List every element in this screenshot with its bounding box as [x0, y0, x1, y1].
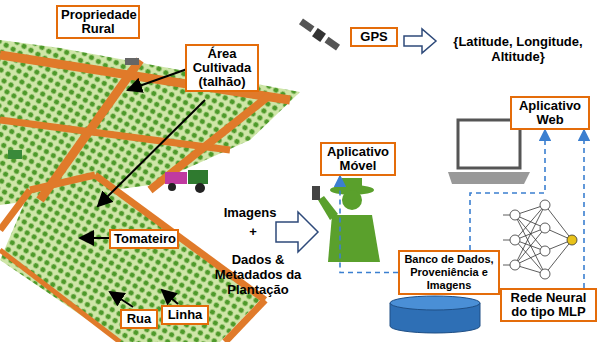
- system-box: GPS: [350, 27, 398, 47]
- box-label: Aplicativo Web: [519, 98, 581, 127]
- box-label: Tomateiro: [114, 231, 176, 246]
- database-cylinder: [390, 296, 480, 333]
- annotation-text: +: [238, 224, 268, 239]
- app-box: Aplicativo Web: [510, 96, 590, 130]
- leader-lines: [80, 68, 205, 307]
- part-box: Rua: [120, 309, 158, 329]
- box-label: Rede Neural do tipo MLP: [511, 290, 587, 319]
- annotation-text: Imagens: [222, 205, 278, 220]
- region-box: Propriedade Rural: [56, 5, 140, 39]
- box-label: Linha: [168, 307, 203, 322]
- person-with-phone: [312, 178, 380, 262]
- region-box: Área Cultivada (talhão): [185, 44, 259, 92]
- box-label: Aplicativo Móvel: [327, 144, 389, 173]
- gps-arrow: [404, 29, 436, 53]
- part-box: Linha: [161, 305, 209, 325]
- part-box: Tomateiro: [109, 229, 179, 249]
- box-label: Rua: [127, 311, 152, 326]
- network-box: Rede Neural do tipo MLP: [500, 288, 597, 322]
- neural-network: [503, 200, 577, 279]
- app-box: Aplicativo Móvel: [320, 142, 396, 176]
- data-flow-connector: [470, 130, 545, 250]
- annotation-text: {Latitude, Longitude, Altitude}: [438, 34, 598, 64]
- box-label: Banco de Dados, Proveniência e Imagens: [404, 253, 493, 291]
- data-flow-connector: [583, 130, 585, 288]
- box-label: GPS: [360, 29, 387, 44]
- satellite-icon: [299, 19, 340, 51]
- data-flow-connector: [340, 176, 398, 273]
- box-label: Propriedade Rural: [61, 7, 137, 36]
- annotation-text: Dados & Metadados da Plantação: [212, 252, 304, 297]
- box-label: Área Cultivada (talhão): [193, 46, 252, 89]
- database-box: Banco de Dados, Proveniência e Imagens: [398, 250, 500, 295]
- data-arrow: [276, 212, 318, 252]
